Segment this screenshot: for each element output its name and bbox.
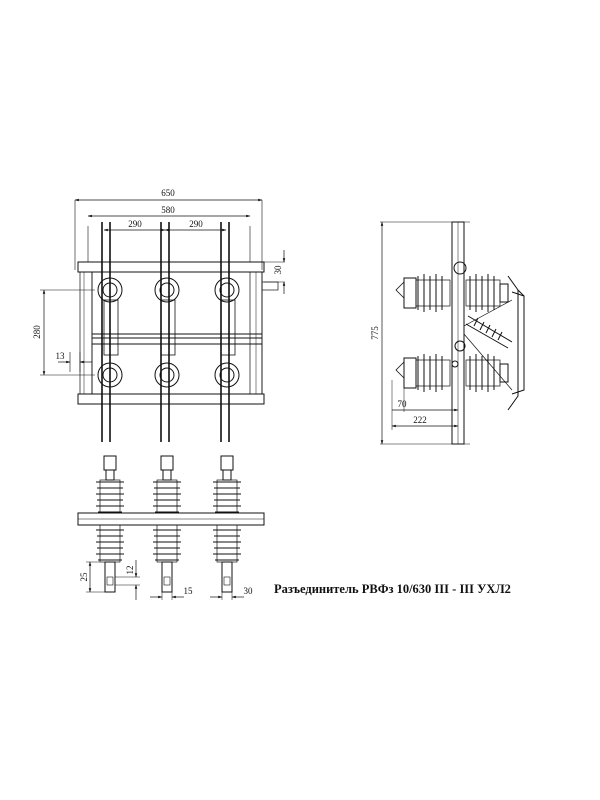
bottom-dimension-labels: 25 12 15 30 [79, 566, 253, 597]
dim-70: 70 [398, 399, 408, 409]
pole-2 [154, 222, 180, 442]
dim-30-bottom: 30 [244, 586, 254, 596]
pole-3 [214, 222, 240, 442]
front-dimensions [42, 198, 286, 376]
dim-290-right: 290 [189, 219, 203, 229]
insulator-3 [213, 455, 241, 593]
front-dimension-labels: 650 580 290 290 30 280 13 [32, 188, 283, 361]
dim-15: 15 [184, 586, 194, 596]
front-view [40, 200, 285, 442]
dim-650: 650 [161, 188, 175, 198]
dim-580: 580 [161, 205, 175, 215]
dim-30-top: 30 [273, 265, 283, 275]
side-insulator-inclined [465, 315, 513, 349]
insulator-2 [153, 455, 181, 593]
side-insulator-lower [403, 354, 509, 392]
dim-13: 13 [56, 351, 66, 361]
side-insulator-upper [403, 274, 509, 312]
dim-775: 775 [370, 326, 380, 340]
insulator-1 [96, 455, 124, 593]
side-dimension-labels: 775 70 222 [370, 326, 427, 425]
side-dimensions [380, 221, 459, 445]
drawing-title: Разъединитель РВФз 10/630 III - III УХЛ2 [274, 582, 511, 596]
bottom-dimensions [88, 560, 244, 600]
pole-1 [97, 222, 123, 442]
dim-12: 12 [125, 566, 135, 575]
side-view [380, 221, 525, 445]
dim-280: 280 [32, 325, 42, 339]
bottom-view [77, 455, 265, 600]
dim-290-left: 290 [128, 219, 142, 229]
dim-222: 222 [413, 415, 427, 425]
dim-25: 25 [79, 572, 89, 582]
